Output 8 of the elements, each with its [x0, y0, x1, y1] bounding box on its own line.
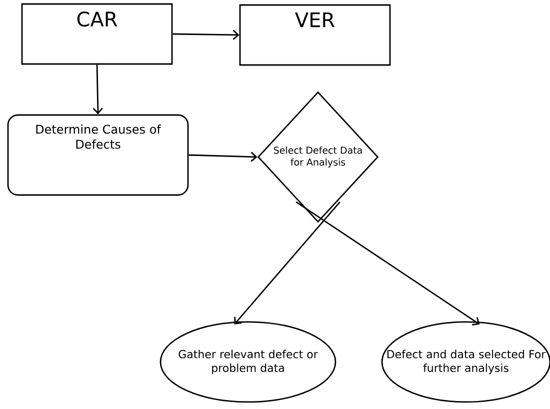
arrow: [234, 201, 340, 324]
arrow: [188, 152, 258, 162]
arrow: [92, 64, 103, 114]
arrow: [172, 30, 240, 40]
process-box: VER: [239, 4, 391, 66]
arrow: [296, 201, 480, 326]
rounded-box: Determine Causes of Defects: [7, 114, 189, 196]
process-box: CAR: [21, 3, 173, 65]
